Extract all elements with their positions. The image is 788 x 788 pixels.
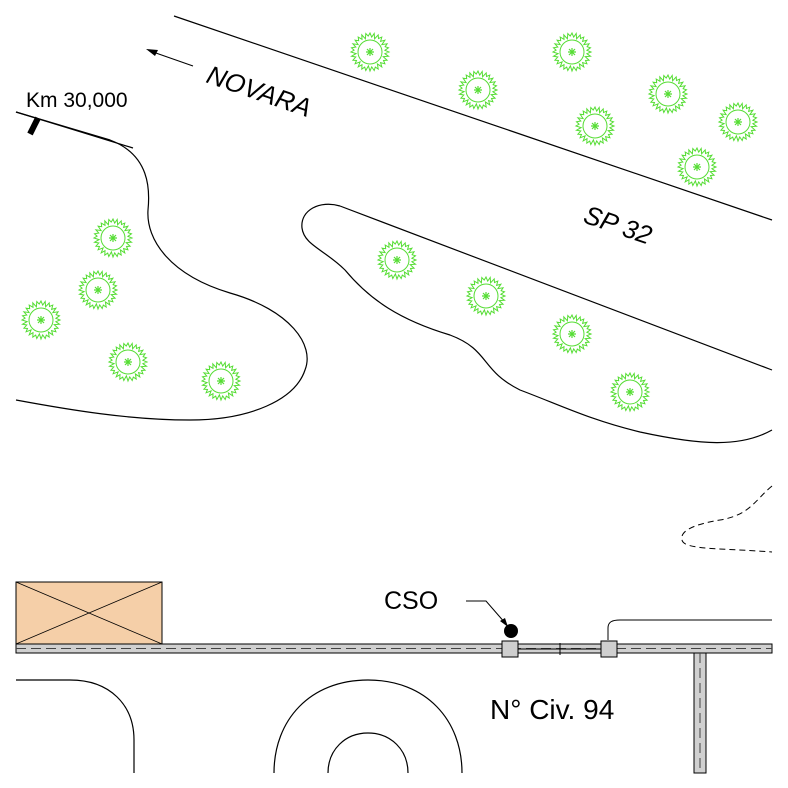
tree-symbol-icon [457, 69, 499, 111]
sidewalk [15, 643, 773, 774]
lower-curves [16, 679, 463, 774]
cso-label: CSO [384, 587, 438, 615]
tree-symbol-icon [574, 105, 616, 147]
tree-symbol-icon [200, 360, 242, 402]
tree-symbol-icon [376, 239, 418, 281]
tree-symbol-icon [609, 371, 651, 413]
tree-symbol-icon [349, 31, 391, 73]
cso-marker-icon [466, 600, 518, 638]
building [15, 581, 163, 645]
road-label: SP 32 [580, 199, 656, 250]
direction-label: NOVARA [203, 59, 315, 123]
tree-symbol-icon [77, 269, 119, 311]
km-marker-icon [27, 116, 41, 136]
dashed-boundary [681, 485, 773, 553]
tree-symbol-icon [676, 146, 718, 188]
road-sp32 [15, 15, 773, 371]
trees-group [20, 31, 759, 413]
tree-symbol-icon [551, 31, 593, 73]
road-edge-south-right [339, 205, 773, 371]
tree-symbol-icon [717, 101, 759, 143]
direction-arrow-icon [146, 49, 194, 67]
tree-symbol-icon [20, 299, 62, 341]
pipe [518, 619, 772, 655]
green-island-boundary [301, 203, 773, 444]
manhole-east [600, 640, 618, 658]
tree-symbol-icon [551, 313, 593, 355]
tree-symbol-icon [107, 341, 149, 383]
tree-symbol-icon [465, 275, 507, 317]
civic-number-label: N° Civ. 94 [490, 694, 614, 725]
green-area-left-boundary [15, 111, 308, 421]
road-edge-north [173, 15, 773, 221]
km-label: Km 30,000 [26, 89, 128, 112]
tree-symbol-icon [647, 73, 689, 115]
tree-symbol-icon [92, 217, 134, 259]
manhole-cso [501, 640, 519, 658]
